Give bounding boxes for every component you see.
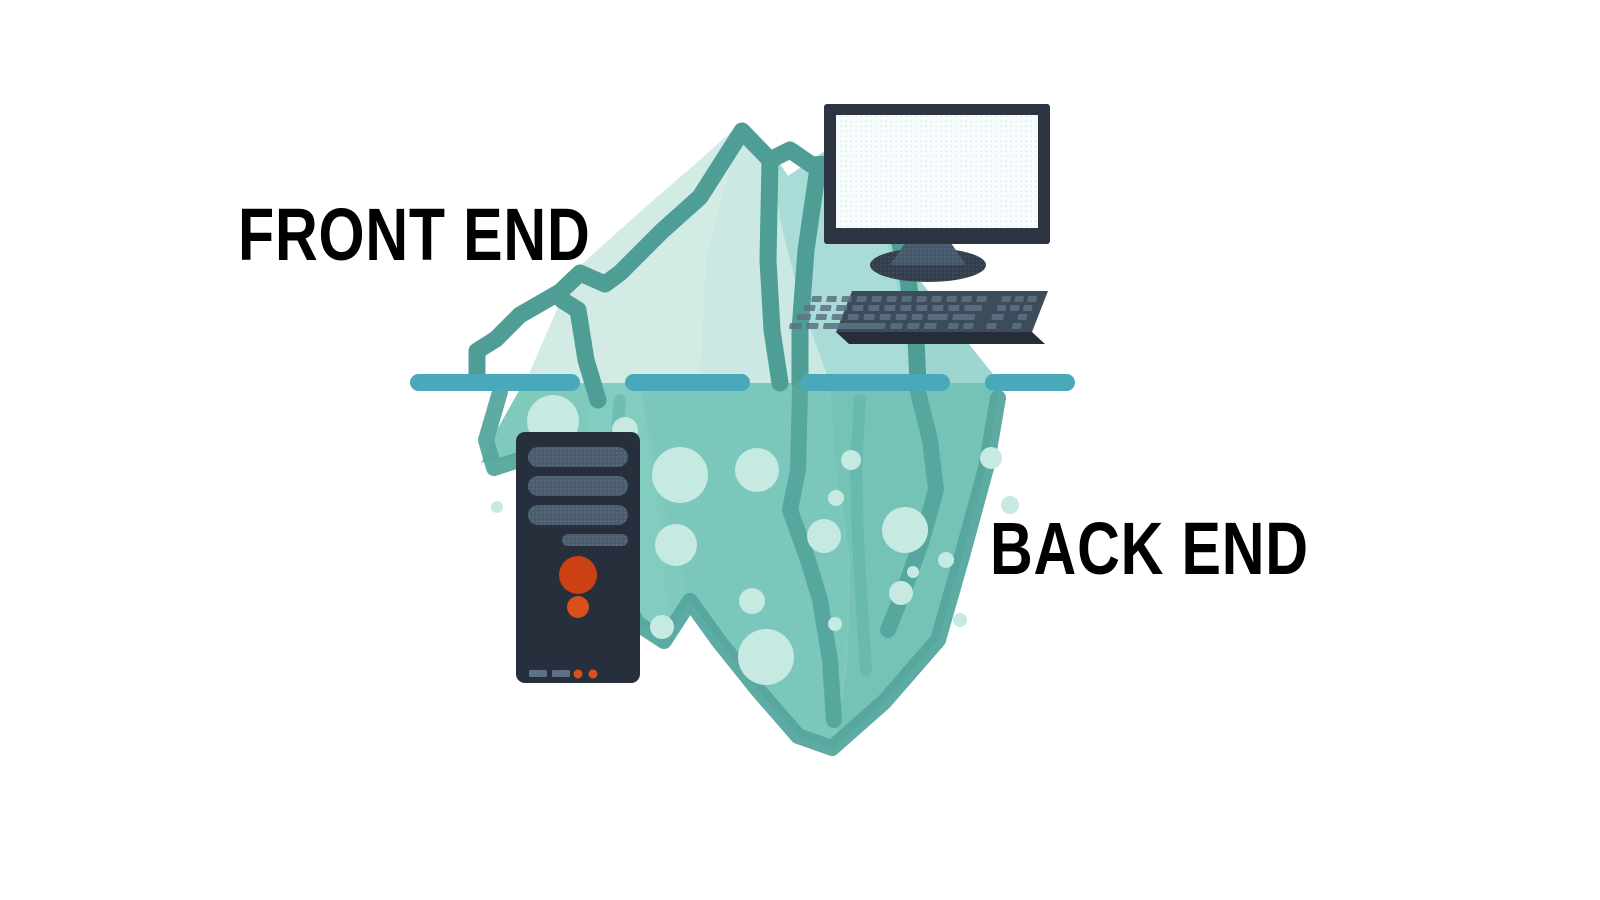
tower-usb-ports <box>529 670 570 677</box>
bubble <box>841 450 861 470</box>
bubble <box>735 448 779 492</box>
keyboard-front-edge <box>836 332 1045 344</box>
tower-slim-bay <box>562 534 628 546</box>
tower-led-indicators <box>573 669 598 679</box>
tower-reset-button <box>567 596 589 618</box>
bubble <box>953 613 967 627</box>
tower-drive-bay <box>528 447 628 467</box>
bubble-group <box>491 395 1019 685</box>
bubble <box>1001 496 1019 514</box>
bubble <box>491 501 503 513</box>
label-back-end: BACK END <box>990 507 1309 590</box>
bubble <box>938 552 954 568</box>
waterline-dash <box>800 374 950 391</box>
bubble <box>882 507 928 553</box>
waterline-dash <box>410 374 580 391</box>
bubble <box>889 581 913 605</box>
desktop-monitor[interactable] <box>824 104 1050 282</box>
server-tower[interactable] <box>516 432 640 683</box>
monitor-screen <box>836 115 1038 228</box>
bubble <box>738 629 794 685</box>
keyboard-keys <box>789 296 1037 329</box>
tower-power-button <box>559 556 597 594</box>
waterline-dash <box>625 374 750 391</box>
bubble <box>652 447 708 503</box>
bubble <box>828 490 844 506</box>
tower-drive-bay <box>528 505 628 525</box>
bubble <box>650 615 674 639</box>
bubble <box>907 566 919 578</box>
bubble <box>807 519 841 553</box>
waterline <box>410 374 1075 391</box>
desktop-keyboard[interactable] <box>789 291 1048 344</box>
bubble <box>655 524 697 566</box>
label-front-end: FRONT END <box>238 193 591 276</box>
waterline-dash <box>985 374 1075 391</box>
bubble <box>739 588 765 614</box>
bubble <box>828 617 842 631</box>
tower-drive-bay <box>528 476 628 496</box>
monitor-stand-neck <box>890 243 966 265</box>
bubble <box>980 447 1002 469</box>
